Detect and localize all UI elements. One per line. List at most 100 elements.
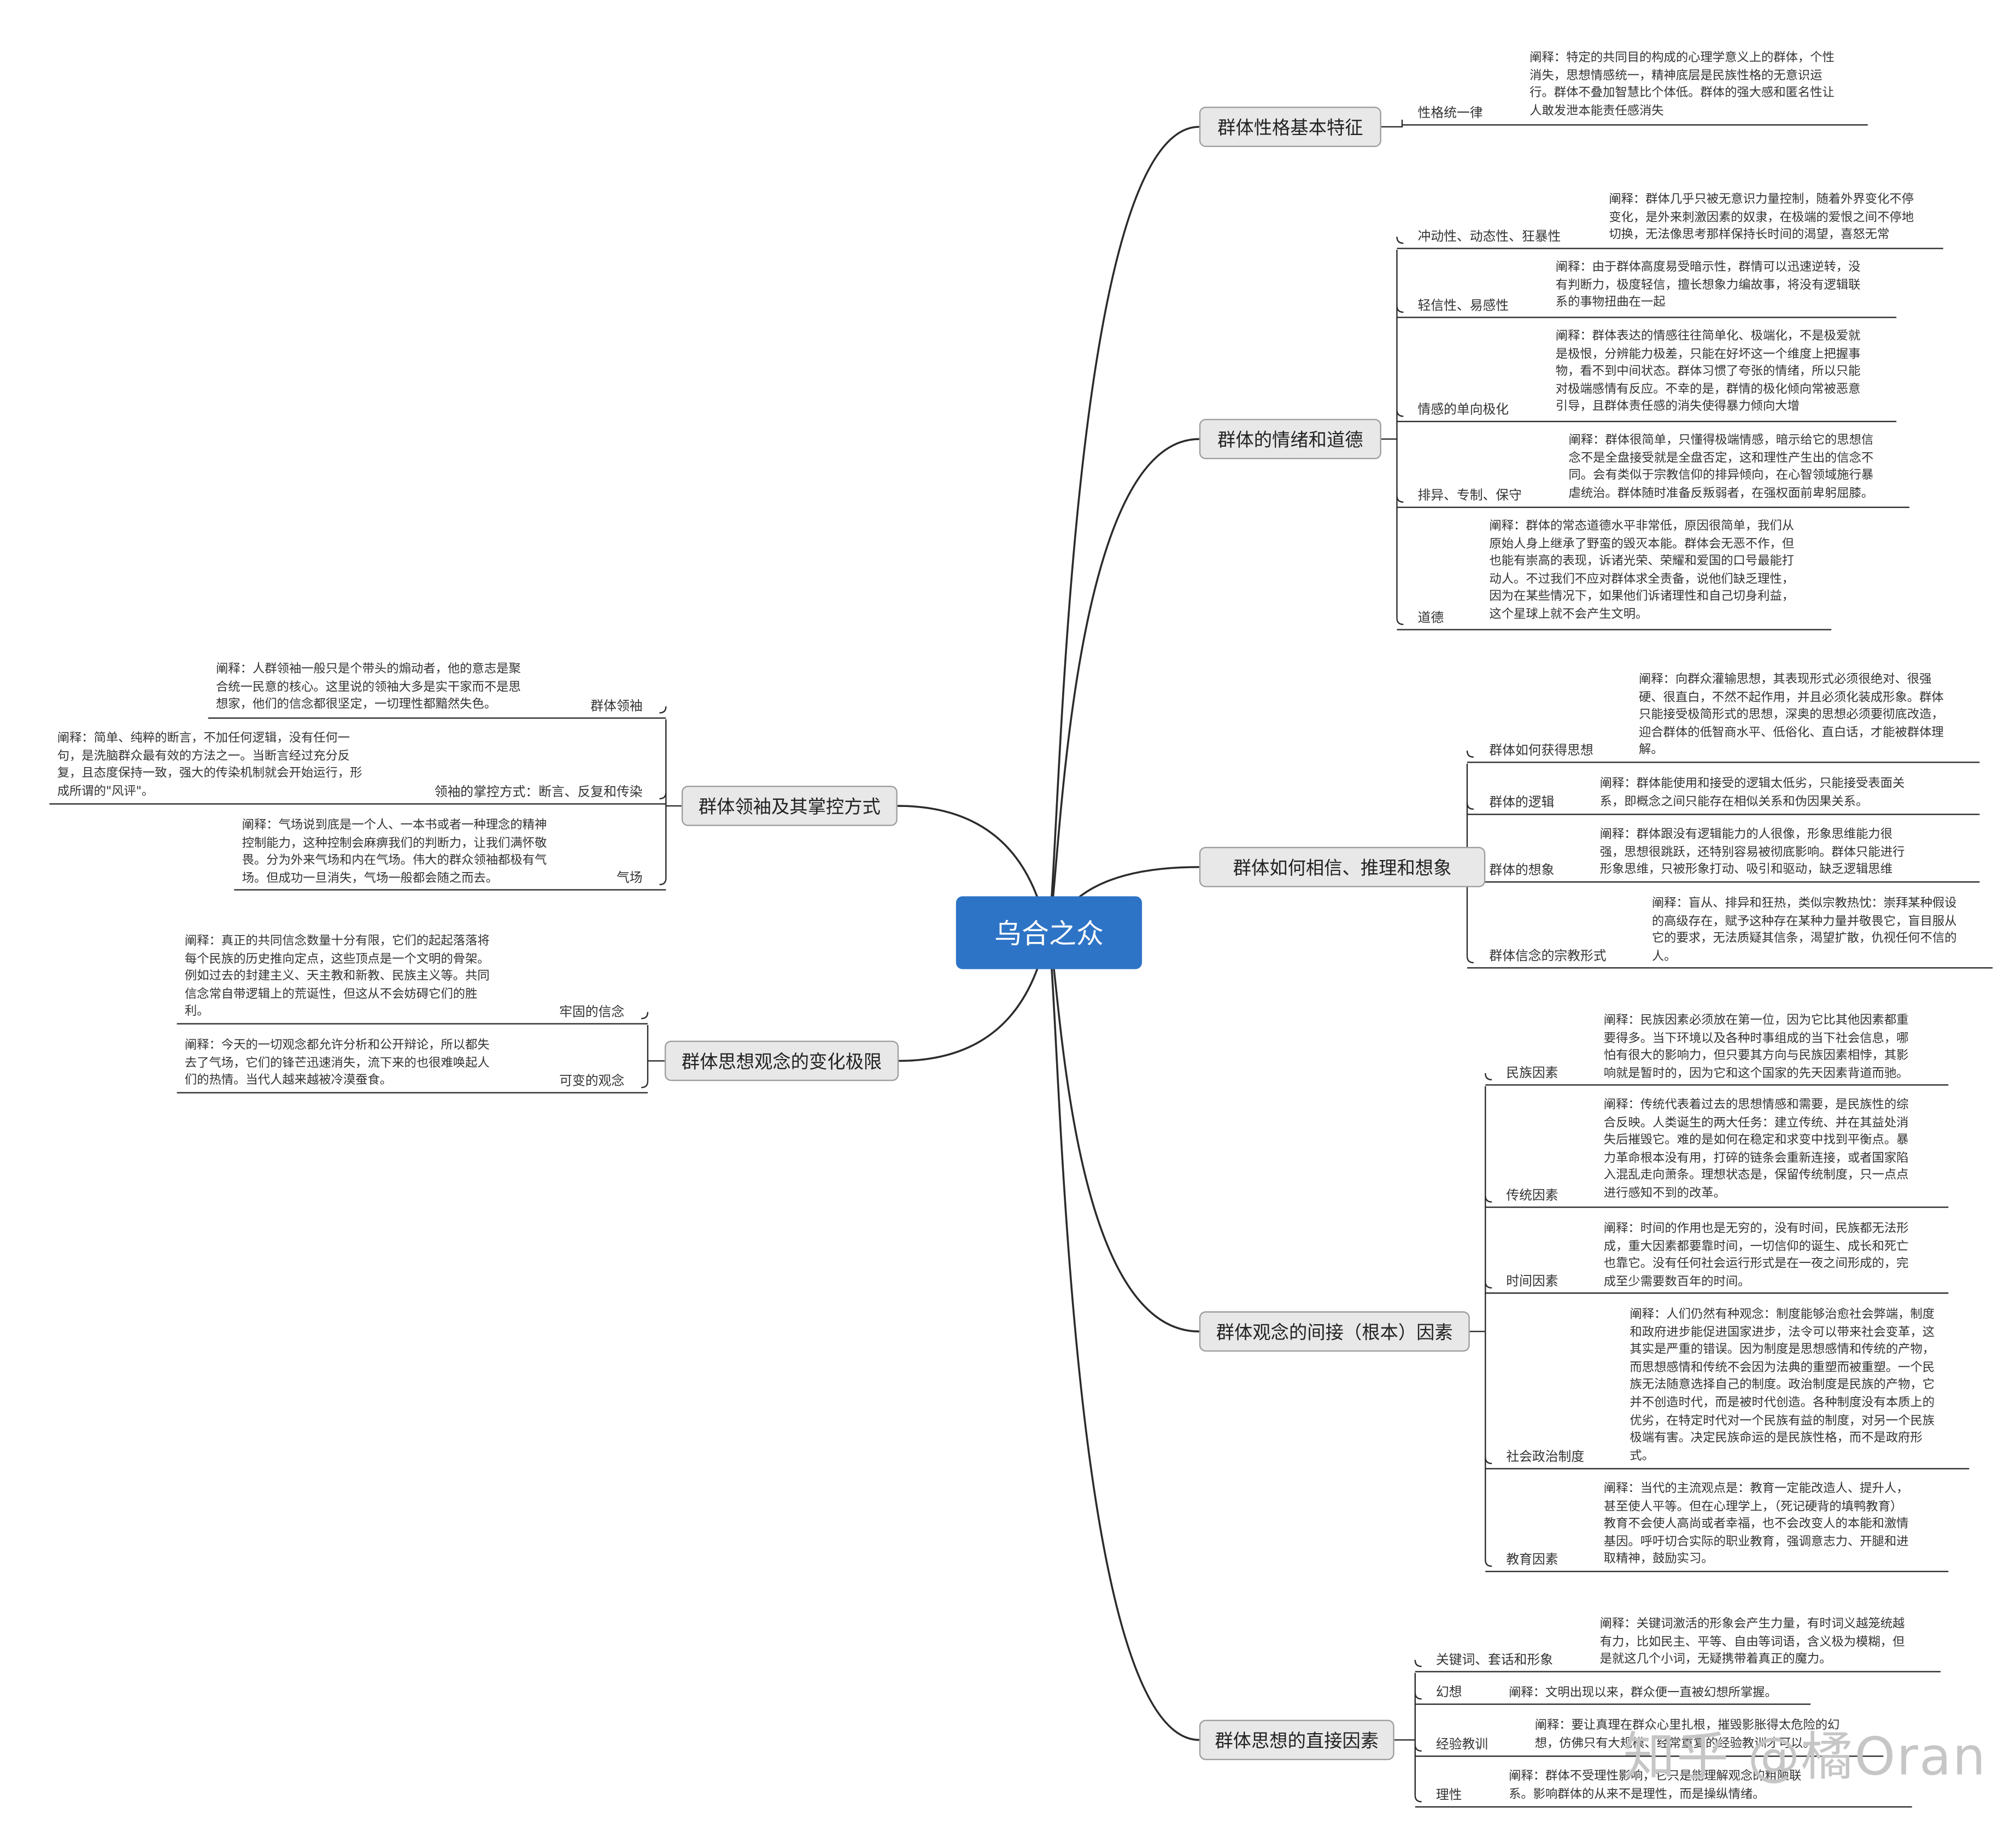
elbow-b4c1 (1485, 1073, 1492, 1081)
note-b4c1: 阐释：民族因素必须放在第一位，因为它比其他因素都重要得多。当下环境以及各种时事组… (1604, 1012, 1909, 1083)
note-line: 进行感知不到的改革。 (1603, 1186, 1726, 1201)
note-line: 阐释：民族因素必须放在第一位，因为它比其他因素都重 (1603, 1013, 1909, 1028)
main-topic-b6[interactable]: 群体领袖及其掌控方式 (681, 786, 898, 826)
subtopic-b7c1[interactable]: 牢固的信念 (559, 1005, 625, 1020)
note-line: 阐释：群体很简单，只懂得极端情感，暗示给它的思想信 (1568, 433, 1874, 448)
note-line: 消失，思想情感统一，精神底层是民族性格的无意识运 (1529, 68, 1822, 83)
subtopic-b2c1[interactable]: 冲动性、动态性、狂暴性 (1417, 230, 1561, 245)
root-topic[interactable]: 乌合之众 (956, 896, 1142, 969)
note-line: 阐释：群体不受理性影响，它只是能理解观念的粗陋联 (1509, 1769, 1802, 1784)
elbow-b6c1 (659, 706, 667, 714)
note-b7c1: 阐释：真正的共同信念数量十分有限，它们的起起落落将每个民族的历史推向定点，这些顶… (185, 933, 490, 1021)
subtopic-b4c3[interactable]: 时间因素 (1506, 1274, 1558, 1289)
note-line: 阐释：群体的常态道德水平非常低，原因很简单，我们从 (1489, 519, 1795, 534)
note-line: 甚至使人平等。但在心理学上，（死记硬背的填鸭教育） (1603, 1499, 1903, 1514)
main-topic-b3[interactable]: 群体如何相信、推理和想象 (1199, 846, 1486, 887)
note-line: 阐释：人们仍然有种观念：制度能够治愈社会弊端，制度 (1630, 1307, 1935, 1322)
note-line: 们的热情。当代人越来越被冷漠蚕食。 (184, 1073, 392, 1088)
subtopic-b6c1[interactable]: 群体领袖 (590, 700, 643, 715)
note-line: 人敢发泄本能责任感消失 (1529, 103, 1664, 119)
main-topic-b2[interactable]: 群体的情绪和道德 (1199, 419, 1381, 459)
elbow-b3c1 (1466, 750, 1474, 758)
note-b2c3: 阐释：群体表达的情感往往简单化、极端化，不是极爱就是极恨，分辨能力极差，只能在好… (1556, 328, 1861, 417)
elbow-b6c2 (659, 792, 667, 800)
note-line: 切换，无法像思考那样保持长时间的渴望，喜怒无常 (1609, 227, 1890, 243)
note-line: 阐释：特定的共同目的构成的心理学意义上的群体，个性 (1529, 50, 1835, 65)
note-b5c2: 阐释：文明出现以来，群众便一直被幻想所掌握。 (1509, 1684, 1777, 1702)
subtopic-b3c3[interactable]: 群体的想象 (1489, 863, 1555, 879)
note-b3c4: 阐释：盲从、排异和狂热，类似宗教热忱：崇拜某种假设的高级存在，赋予这种存在某种力… (1652, 895, 1957, 966)
main-topic-b4[interactable]: 群体观念的间接（根本）因素 (1199, 1311, 1470, 1352)
note-line: 每个民族的历史推向定点，这些顶点是一个文明的骨架。 (184, 951, 490, 966)
elbow-b7c2 (641, 1081, 649, 1089)
subtopic-b7c2[interactable]: 可变的观念 (559, 1074, 625, 1089)
note-line: 而思想感情和传统不会因为法典的重塑而被重塑。一个民 (1630, 1360, 1935, 1375)
note-line: 系的事物扭曲在一起 (1555, 295, 1666, 310)
note-b6c2: 阐释：简单、纯粹的断言，不加任何逻辑，没有任何一句，是洗脑群众最有效的方法之一。… (57, 730, 362, 800)
note-b4c5: 阐释：当代的主流观点是：教育一定能改造人、提升人， 甚至使人平等。但在心理学上，（… (1604, 1481, 1909, 1569)
note-line: 取精神，鼓励实习。 (1603, 1552, 1714, 1567)
subtopic-b6c3[interactable]: 气场 (616, 871, 643, 886)
subtopic-b5c4[interactable]: 理性 (1435, 1788, 1462, 1803)
note-b4c2: 阐释：传统代表着过去的思想情感和需要，是民族性的综合反映。人类诞生的两大任务：建… (1604, 1097, 1909, 1203)
note-b3c3: 阐释：群体跟没有逻辑能力的人很像，形象思维能力很强，思想很跳跃，还特别容易被彻底… (1600, 826, 1905, 879)
branch-connector-b2 (1046, 438, 1199, 934)
note-line: 虐统治。群体随时准备反叛弱者，在强权面前卑躬屈膝。 (1568, 486, 1874, 501)
subtopic-b3c1[interactable]: 群体如何获得思想 (1489, 744, 1593, 759)
note-line: 阐释：当代的主流观点是：教育一定能改造人、提升人， (1603, 1482, 1909, 1496)
subtopic-b6c2[interactable]: 领袖的掌控方式：断言、反复和传染 (434, 786, 643, 800)
note-line: 畏。分为外来气场和内在气场。伟大的群众领袖都极有气 (242, 853, 547, 868)
note-line: 怕有很大的影响力，但只要其方向与民族因素相悖，其影 (1603, 1049, 1909, 1063)
watermark: 知乎 @橘Oran (1623, 1727, 1987, 1788)
note-line: 强，思想很跳跃，还特别容易被彻底影响。群体只能进行 (1599, 845, 1905, 859)
subtopic-b4c4[interactable]: 社会政治制度 (1506, 1450, 1585, 1465)
main-topic-b5[interactable]: 群体思想的直接因素 (1199, 1719, 1394, 1760)
elbow-b4c3 (1485, 1281, 1492, 1289)
subtopic-b4c2[interactable]: 传统因素 (1506, 1189, 1558, 1203)
subtopic-b2c5[interactable]: 道德 (1417, 611, 1444, 626)
trunk-b1 (1381, 119, 1403, 128)
branch-connector-b1 (1046, 126, 1199, 934)
subtopic-b4c1[interactable]: 民族因素 (1506, 1067, 1558, 1081)
note-line: 阐释：关键词激活的形象会产生力量，有时词义越笼统越 (1599, 1617, 1905, 1631)
note-line: 要得多。当下环境以及各种时事组成的当下社会信息，哪 (1603, 1031, 1909, 1046)
note-line: 动人。不过我们不应对群体求全责备，说他们缺乏理性， (1489, 572, 1795, 587)
main-topic-b1[interactable]: 群体性格基本特征 (1199, 107, 1381, 147)
elbow-b3c4 (1466, 956, 1474, 963)
elbow-b7c1 (641, 1012, 649, 1020)
subtopic-b2c2[interactable]: 轻信性、易感性 (1417, 299, 1509, 314)
note-line: 想家，他们的信念都很坚定，一切理性都黯然失色。 (215, 697, 497, 712)
subtopic-b3c4[interactable]: 群体信念的宗教形式 (1489, 949, 1607, 964)
note-line: 阐释：由于群体高度易受暗示性，群情可以迅速逆转，没 (1555, 260, 1861, 275)
elbow-b5c2 (1414, 1692, 1422, 1700)
note-line: 利。 (184, 1004, 209, 1019)
subtopic-b3c2[interactable]: 群体的逻辑 (1489, 796, 1555, 811)
note-line: 阐释：文明出现以来，群众便一直被幻想所掌握。 (1509, 1686, 1777, 1700)
elbow-b2c5 (1396, 618, 1404, 625)
elbow-b2c4 (1396, 495, 1404, 503)
elbow-b4c4 (1485, 1456, 1492, 1465)
note-line: 想，仿佛只有大规模、经常重复的经验教训才可以。 (1534, 1736, 1815, 1751)
elbow-b5c4 (1414, 1795, 1422, 1803)
note-b6c3: 阐释：气场说到底是一个人、一本书或者一种理念的精神控制能力，这种控制会麻痹我们的… (242, 817, 547, 887)
note-line: 成所谓的"风评"。 (57, 784, 154, 799)
subtopic-b1c1[interactable]: 性格统一律 (1417, 107, 1483, 121)
note-line: 阐释：时间的作用也是无穷的，没有时间，民族都无法形 (1603, 1221, 1909, 1236)
note-line: 族无法随意选择自己的制度。政治制度是民族的产物，它 (1630, 1378, 1935, 1393)
subtopic-b5c3[interactable]: 经验教训 (1435, 1737, 1488, 1753)
subtopic-b2c4[interactable]: 排异、专制、保守 (1417, 489, 1522, 504)
note-line: 场。但成功一旦消失，气场一般都会随之而去。 (242, 871, 499, 886)
note-b2c2: 阐释：由于群体高度易受暗示性，群情可以迅速逆转，没有判断力，极度轻信，擅长想象力… (1556, 259, 1861, 312)
note-line: 阐释：群体几乎只被无意识力量控制，随着外界变化不停 (1609, 192, 1914, 207)
note-line: 合反映。人类诞生的两大任务：建立传统、并在其益处消 (1603, 1115, 1909, 1130)
note-line: 阐释：群体跟没有逻辑能力的人很像，形象思维能力很 (1599, 827, 1893, 842)
subtopic-b2c3[interactable]: 情感的单向极化 (1417, 403, 1509, 418)
main-topic-b7[interactable]: 群体思想观念的变化极限 (664, 1040, 899, 1081)
note-line: 因为在某些情况下，如果他们诉诸理性和自己切身利益， (1489, 589, 1795, 604)
note-line: 系，即概念之间只能存在相似关系和伪因果关系。 (1599, 794, 1868, 809)
subtopic-b5c2[interactable]: 幻想 (1435, 1686, 1462, 1700)
note-b2c5: 阐释：群体的常态道德水平非常低，原因很简单，我们从原始人身上继承了野蛮的毁灭本能… (1489, 518, 1794, 624)
note-b5c1: 阐释：关键词激活的形象会产生力量，有时词义越笼统越有力，比如民主、平等、自由等词… (1600, 1616, 1905, 1669)
subtopic-b4c5[interactable]: 教育因素 (1506, 1553, 1558, 1568)
subtopic-b5c1[interactable]: 关键词、套话和形象 (1435, 1653, 1554, 1668)
